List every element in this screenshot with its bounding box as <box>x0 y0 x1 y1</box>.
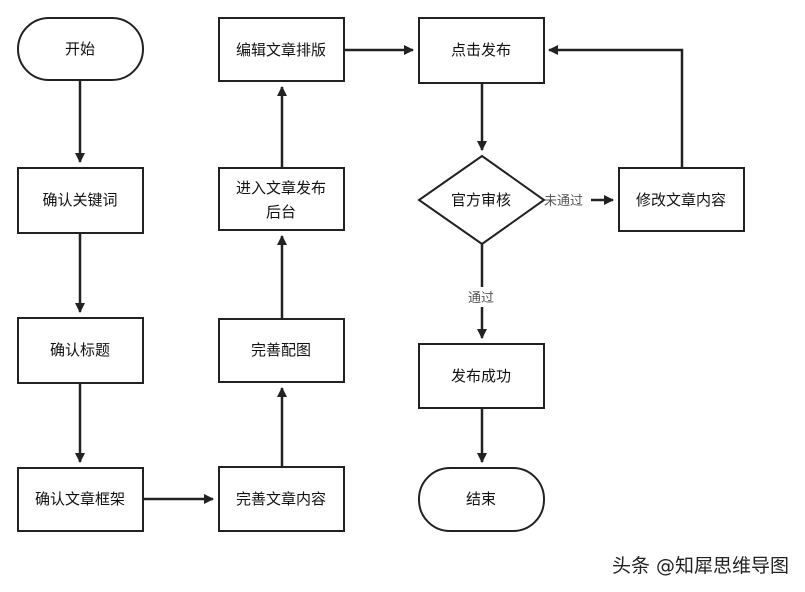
node-modify-content-shape <box>618 167 745 232</box>
node-improve-content: 完善文章内容 <box>236 490 326 508</box>
node-confirm-framework: 确认文章框架 <box>35 490 125 508</box>
node-modify-content: 修改文章内容 <box>636 191 726 209</box>
node-enter-backend-line2: 后台 <box>266 203 296 221</box>
node-click-publish-shape <box>418 17 545 84</box>
edge-label-passed: 通过 <box>468 291 494 306</box>
node-end-shape <box>418 467 545 532</box>
node-start-shape <box>17 17 144 81</box>
node-improve-images: 完善配图 <box>251 341 311 359</box>
node-publish-success-shape <box>418 343 545 409</box>
node-edit-layout-shape <box>218 17 345 82</box>
watermark: 头条 @知犀思维导图 <box>611 555 789 577</box>
node-confirm-framework-shape <box>17 467 144 532</box>
node-improve-images-shape <box>218 318 345 383</box>
node-click-publish: 点击发布 <box>451 41 511 59</box>
node-confirm-title-shape <box>17 317 144 384</box>
node-confirm-keywords-shape <box>17 167 144 234</box>
edge-modify-to-publish <box>548 45 684 168</box>
node-edit-layout: 编辑文章排版 <box>236 41 326 59</box>
node-enter-backend-line1: 进入文章发布 <box>236 179 326 197</box>
label-bg-not-passed <box>543 190 591 210</box>
node-improve-content-shape <box>218 466 345 532</box>
node-confirm-title: 确认标题 <box>50 341 110 359</box>
label-bg-passed <box>462 287 500 307</box>
node-start: 开始 <box>65 40 95 58</box>
node-confirm-keywords: 确认关键词 <box>42 191 117 209</box>
edge-label-not-passed: 未通过 <box>544 194 583 209</box>
node-publish-success: 发布成功 <box>451 367 511 385</box>
node-end: 结束 <box>466 490 496 508</box>
node-enter-backend-shape <box>218 167 345 231</box>
node-official-review-shape <box>417 154 546 246</box>
node-official-review: 官方审核 <box>451 191 511 209</box>
